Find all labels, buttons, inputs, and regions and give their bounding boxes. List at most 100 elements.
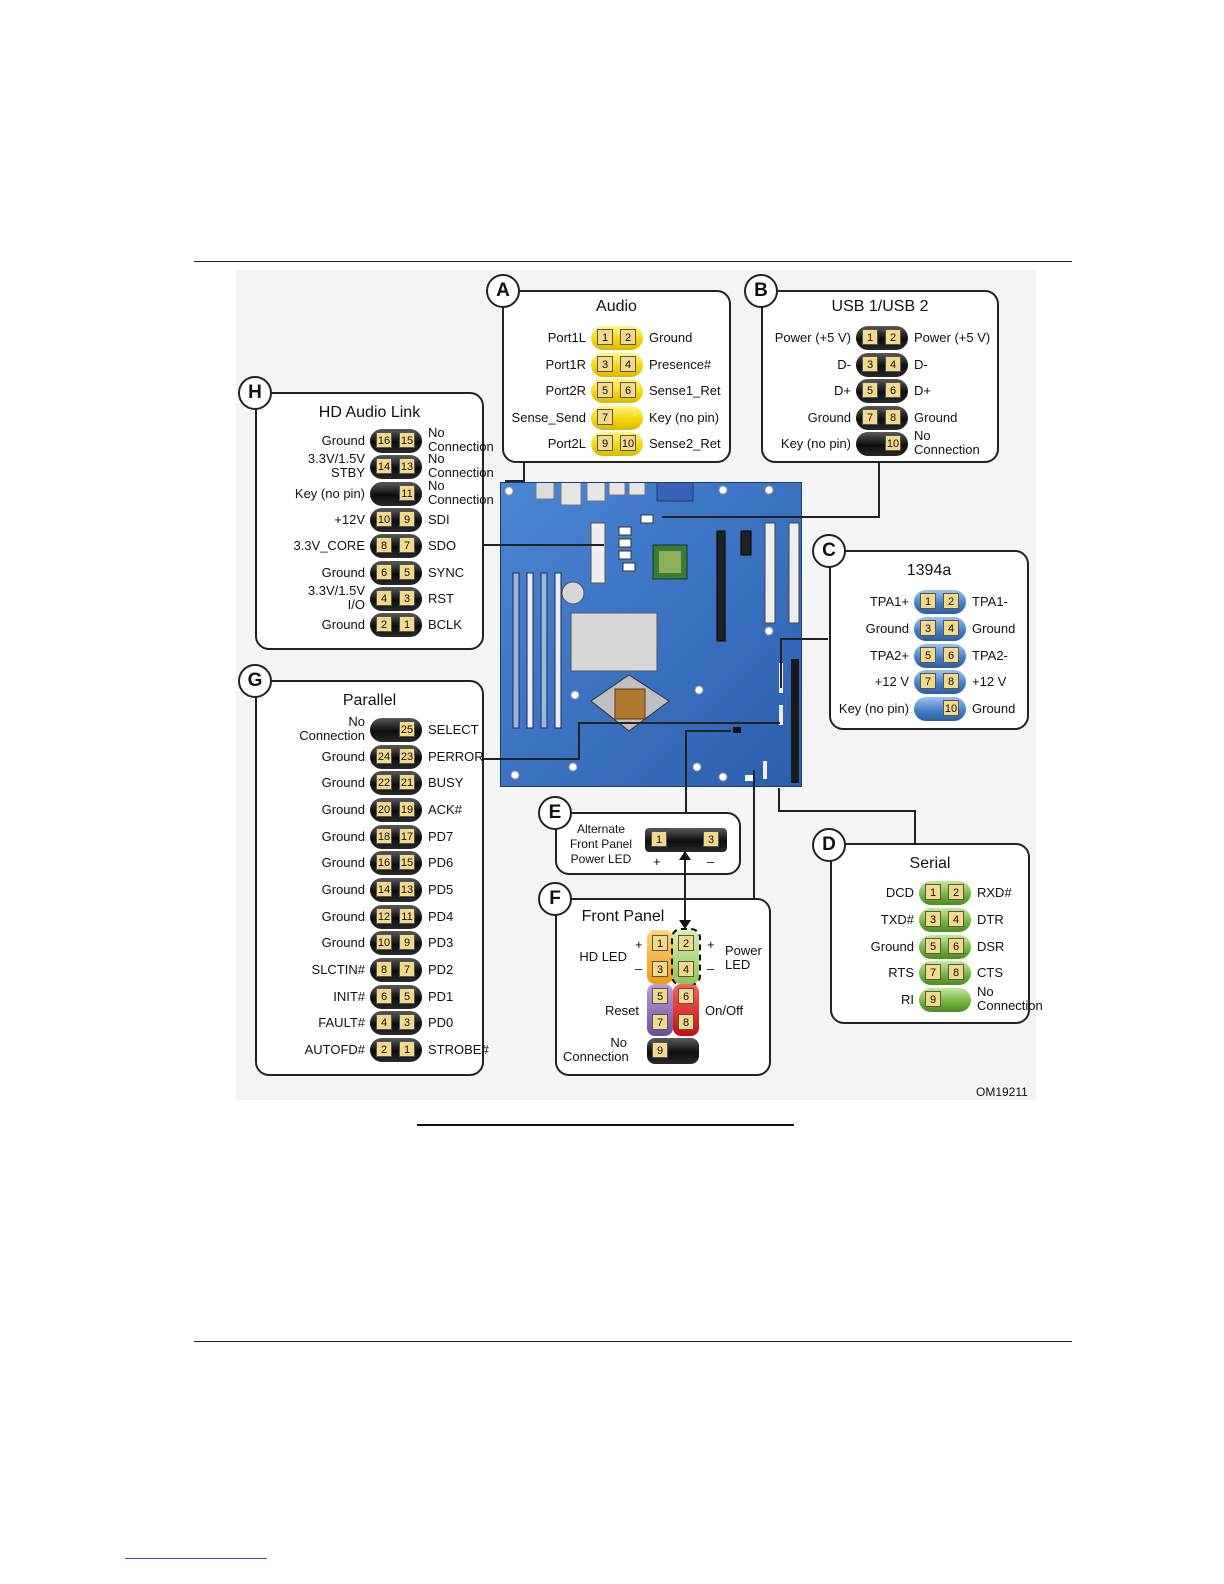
pin: 9 — [652, 1042, 668, 1058]
pin-label-right: Ground — [914, 409, 958, 425]
pin: 4 — [885, 355, 901, 372]
pin: 7 — [399, 960, 415, 977]
pin: 2 — [948, 884, 964, 900]
pin-label-left: RTS — [888, 965, 914, 981]
figure-id: OM19211 — [976, 1085, 1028, 1099]
callout-B: B — [744, 274, 778, 308]
pin: 10 — [620, 435, 636, 451]
pin: 1 — [399, 1040, 415, 1057]
pin: 20 — [376, 800, 392, 817]
pin-label-right: Ground — [972, 701, 1016, 717]
pin: 8 — [885, 408, 901, 425]
pin-label-right: PD6 — [428, 855, 454, 871]
pin-label-left: TPA1+ — [869, 594, 909, 609]
pin: 4 — [376, 589, 392, 606]
pin: 4 — [376, 1014, 392, 1031]
pin-label-left: 3.3V/1.5V I/O — [307, 582, 365, 612]
pin: 19 — [399, 800, 415, 817]
pin: 1 — [399, 616, 415, 633]
pin-label-left: D- — [837, 356, 851, 372]
callout-F: F — [538, 882, 572, 916]
pin: 9 — [399, 510, 415, 527]
pin-label-left: Key (no pin) — [780, 436, 851, 451]
bottom-rule — [194, 1341, 1072, 1342]
pin-label-right: Sense1_Ret — [649, 383, 721, 398]
pin-label-left: Ground — [321, 801, 365, 817]
pin-label-left: 3.3V_CORE — [293, 538, 365, 554]
pin: 8 — [678, 1014, 694, 1030]
pin: 3 — [703, 831, 719, 847]
leader-E — [685, 730, 687, 812]
pin-label-right: CTS — [977, 965, 1003, 981]
pin-label-left: AUTOFD# — [304, 1041, 365, 1057]
pin-label-left: Port2R — [545, 383, 586, 398]
pin-label-right: No Connection — [428, 477, 494, 507]
pin-label-left: Ground — [321, 748, 365, 764]
onoff-connector: 6 8 — [673, 984, 699, 1036]
pin-label-left: Ground — [321, 775, 365, 791]
pin-label-left: Ground — [321, 564, 365, 580]
pin: 5 — [652, 988, 668, 1004]
pin: 6 — [678, 988, 694, 1004]
pin-label-left: Port2L — [547, 436, 586, 451]
pin-label-right: Sense2_Ret — [649, 436, 721, 451]
pin: 2 — [376, 616, 392, 633]
pin: 10 — [943, 700, 959, 717]
pin: 24 — [376, 747, 392, 764]
panel-title: Audio — [596, 298, 637, 315]
pin: 5 — [399, 563, 415, 580]
pin: 7 — [652, 1014, 668, 1030]
pin-label-left: Ground — [870, 938, 914, 954]
panel-title: USB 1/USB 2 — [831, 298, 929, 315]
pin-label-right: RXD# — [977, 885, 1012, 900]
hd-led-minus: – — [635, 961, 643, 976]
leader-F — [753, 770, 755, 898]
pin-label-left: Sense_Send — [511, 409, 586, 425]
leader-G — [578, 722, 780, 724]
pin-label-right: PD4 — [428, 908, 454, 924]
pin-label-left: Port1L — [547, 330, 586, 345]
power-led-label: Power LED — [725, 943, 762, 972]
pin: 3 — [920, 619, 936, 636]
no-connection-connector: 9 — [647, 1038, 699, 1064]
pin: 7 — [399, 537, 415, 554]
pin-label-right: PERROR — [428, 748, 484, 764]
panel-title: Serial — [909, 855, 951, 872]
pin: 9 — [399, 934, 415, 951]
pin: 9 — [925, 991, 941, 1008]
pin: 11 — [399, 484, 415, 501]
connector-row: 9 — [919, 988, 971, 1013]
pin: 4 — [678, 961, 694, 977]
panel-title: Front Panel — [581, 908, 665, 925]
pin-label-right: PD5 — [428, 881, 454, 897]
hd-led-connector: 1 3 — [647, 930, 673, 984]
pin-label-right: PD2 — [428, 961, 454, 977]
panel-title: HD Audio Link — [318, 404, 421, 421]
pin: 6 — [943, 646, 959, 663]
pin-label-right: PD0 — [428, 1015, 454, 1031]
pin: 9 — [597, 435, 613, 451]
pin: 11 — [399, 907, 415, 924]
pin: 8 — [376, 960, 392, 977]
panel-title: 1394a — [906, 562, 952, 579]
caption-rule — [417, 1124, 794, 1126]
pin: 5 — [862, 382, 878, 398]
pin: 2 — [885, 329, 901, 345]
pin-label-left: FAULT# — [318, 1015, 365, 1031]
pin: 3 — [399, 589, 415, 606]
